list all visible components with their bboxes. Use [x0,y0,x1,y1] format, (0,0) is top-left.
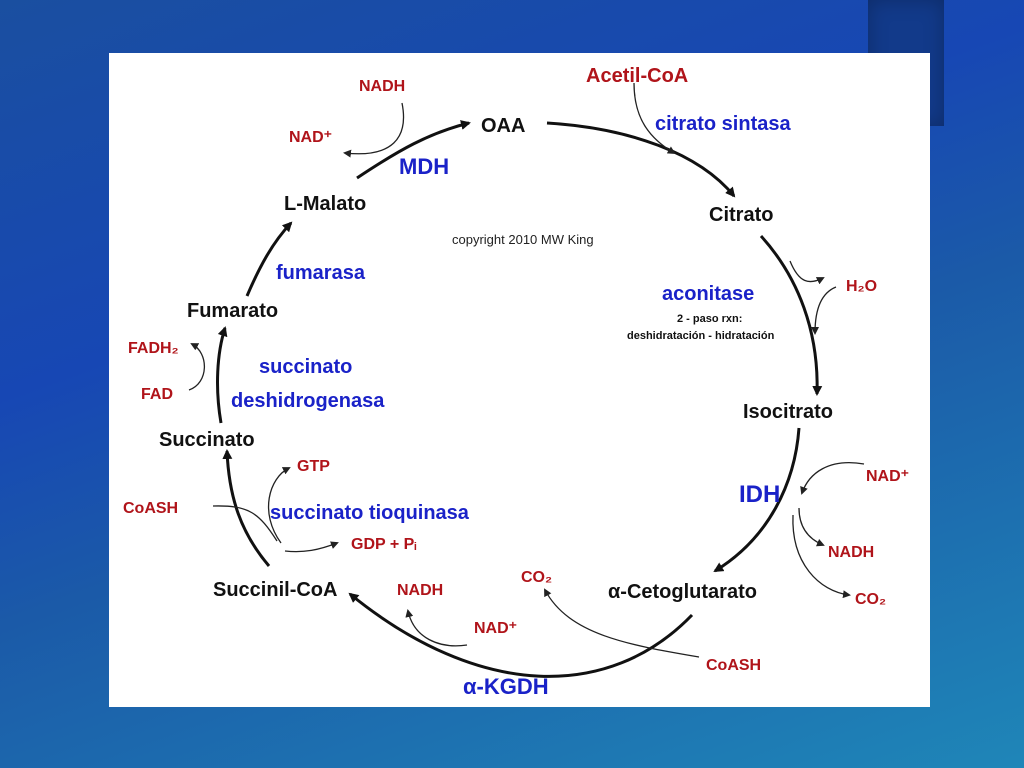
metabolite-succinil-coa: Succinil-CoA [213,579,337,601]
cofactor-nadh-idh: NADH [828,544,874,561]
enzyme-succinato-deshidrogenasa-line1: succinato [259,356,352,378]
arrow-coash-out [212,505,278,542]
arrow-oaa-to-citrato [546,121,736,198]
arrow-nad-idh-in [800,462,865,495]
cofactor-nadh-kgdh: NADH [397,582,443,599]
arrow-co2-idh-out [792,514,851,599]
metabolite-citrato: Citrato [709,204,773,226]
cofactor-gdp-pi: GDP + Pᵢ [351,536,417,553]
arrow-succinilcoa-to-succinato [222,449,271,567]
aconitase-note-line2: deshidratación - hidratación [627,330,775,342]
cofactor-nad-idh: NAD⁺ [866,468,909,485]
metabolite-isocitrato: Isocitrato [743,401,833,423]
copyright-text: copyright 2010 MW King [452,232,594,247]
diagram-panel: OAA Citrato Isocitrato α-Cetoglutarato S… [109,53,930,707]
arrow-h2o-out [789,260,825,285]
arrow-isocitrato-to-cetoglutarato [713,427,801,573]
enzyme-citrato-sintasa: citrato sintasa [655,113,791,135]
enzyme-mdh: MDH [399,154,449,179]
metabolite-oaa: OAA [481,115,525,137]
arrow-cetoglutarato-to-succinilcoa [348,592,694,678]
metabolite-succinato: Succinato [159,429,255,451]
cofactor-gtp: GTP [297,458,330,475]
enzyme-idh: IDH [739,481,780,508]
enzyme-succinato-tioquinasa: succinato tioquinasa [270,502,470,524]
krebs-cycle-diagram: OAA Citrato Isocitrato α-Cetoglutarato S… [123,65,909,699]
metabolite-malato: L-Malato [284,193,366,215]
arrow-h2o-in [811,286,837,335]
arrow-succinato-to-fumarato [216,326,228,424]
cofactor-nad-mdh: NAD⁺ [289,129,332,146]
metabolite-cetoglutarato: α-Cetoglutarato [608,581,757,603]
cofactor-coash-succinil: CoASH [123,500,178,517]
arrow-gdp-pi-in [284,541,339,553]
cofactor-co2-kgdh: CO₂ [521,569,552,586]
arrow-nadh-idh-out [798,507,825,547]
arrow-gtp-out [267,467,291,544]
enzyme-akgdh: α-KGDH [463,674,549,699]
aconitase-note-line1: 2 - paso rxn: [677,313,742,325]
cofactor-fad: FAD [141,386,173,403]
cofactor-nad-kgdh: NAD⁺ [474,620,517,637]
enzyme-succinato-deshidrogenasa-line2: deshidrogenasa [231,390,385,412]
arrow-acetil-coa-in [633,82,676,155]
cofactor-fadh2: FADH₂ [128,340,179,357]
arrow-coash-kgdh-in [544,588,700,658]
cofactor-nadh-mdh: NADH [359,78,405,95]
arrow-malato-to-oaa [356,120,471,180]
arrow-nad-nadh-mdh [343,102,405,158]
arrow-nad-kgdh-in [405,609,468,647]
metabolite-acetil-coa: Acetil-CoA [586,65,688,87]
arrow-fumarato-to-malato [245,221,293,297]
cofactor-coash-kgdh: CoASH [706,657,761,674]
cofactor-h2o: H₂O [846,278,877,295]
enzyme-fumarasa: fumarasa [276,262,366,284]
metabolite-fumarato: Fumarato [187,300,278,322]
cofactor-co2-idh: CO₂ [855,591,886,608]
enzyme-aconitase: aconitase [662,283,754,305]
arrow-citrato-to-isocitrato [759,234,823,396]
arrow-fad-fadh2 [188,343,205,391]
